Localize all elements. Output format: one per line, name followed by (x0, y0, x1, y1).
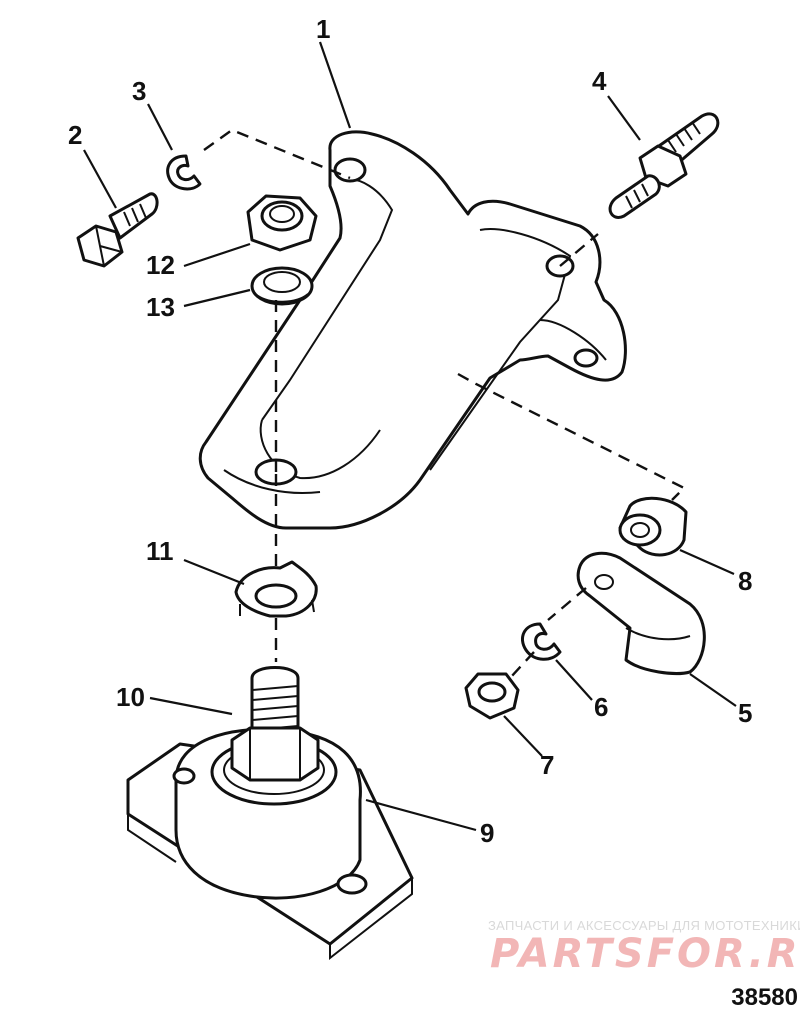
callout-12: 12 (146, 250, 175, 280)
callout-13: 13 (146, 292, 175, 322)
tab-washer-part-11 (234, 560, 318, 618)
hex-bolt-part-2 (76, 192, 159, 268)
assembly-dashed-lines (203, 128, 687, 679)
watermark-logo: PARTSFOR.RU (490, 931, 800, 977)
lock-washer-part-6 (521, 622, 562, 661)
threaded-stud-part-10 (230, 666, 320, 782)
watermark-caption: ЗАПЧАСТИ И АКСЕССУАРЫ ДЛЯ МОТОТЕХНИКИ (488, 918, 800, 933)
lock-washer-part-13 (250, 266, 314, 306)
callout-5: 5 (738, 698, 752, 728)
stud-part-4 (608, 112, 720, 219)
hex-nut-part-12 (246, 194, 318, 252)
bracket-part-1 (198, 130, 627, 530)
callout-7: 7 (540, 750, 554, 780)
clamp-part-5 (576, 551, 706, 675)
callout-2: 2 (68, 120, 82, 150)
figure-number: 38580 (731, 984, 798, 1011)
callout-9: 9 (480, 818, 494, 848)
lock-washer-part-3 (166, 154, 202, 191)
callout-11: 11 (146, 536, 174, 566)
callout-6: 6 (594, 692, 608, 722)
leader-lines (83, 41, 737, 832)
callout-1: 1 (316, 14, 330, 44)
callout-3: 3 (132, 76, 146, 106)
spacer-part-8 (618, 496, 688, 557)
callout-labels: 1 2 3 4 12 13 11 10 9 8 5 6 7 (68, 14, 752, 848)
callout-4: 4 (592, 66, 607, 96)
hex-nut-part-7 (464, 672, 520, 720)
callout-8: 8 (738, 566, 752, 596)
callout-10: 10 (116, 682, 145, 712)
